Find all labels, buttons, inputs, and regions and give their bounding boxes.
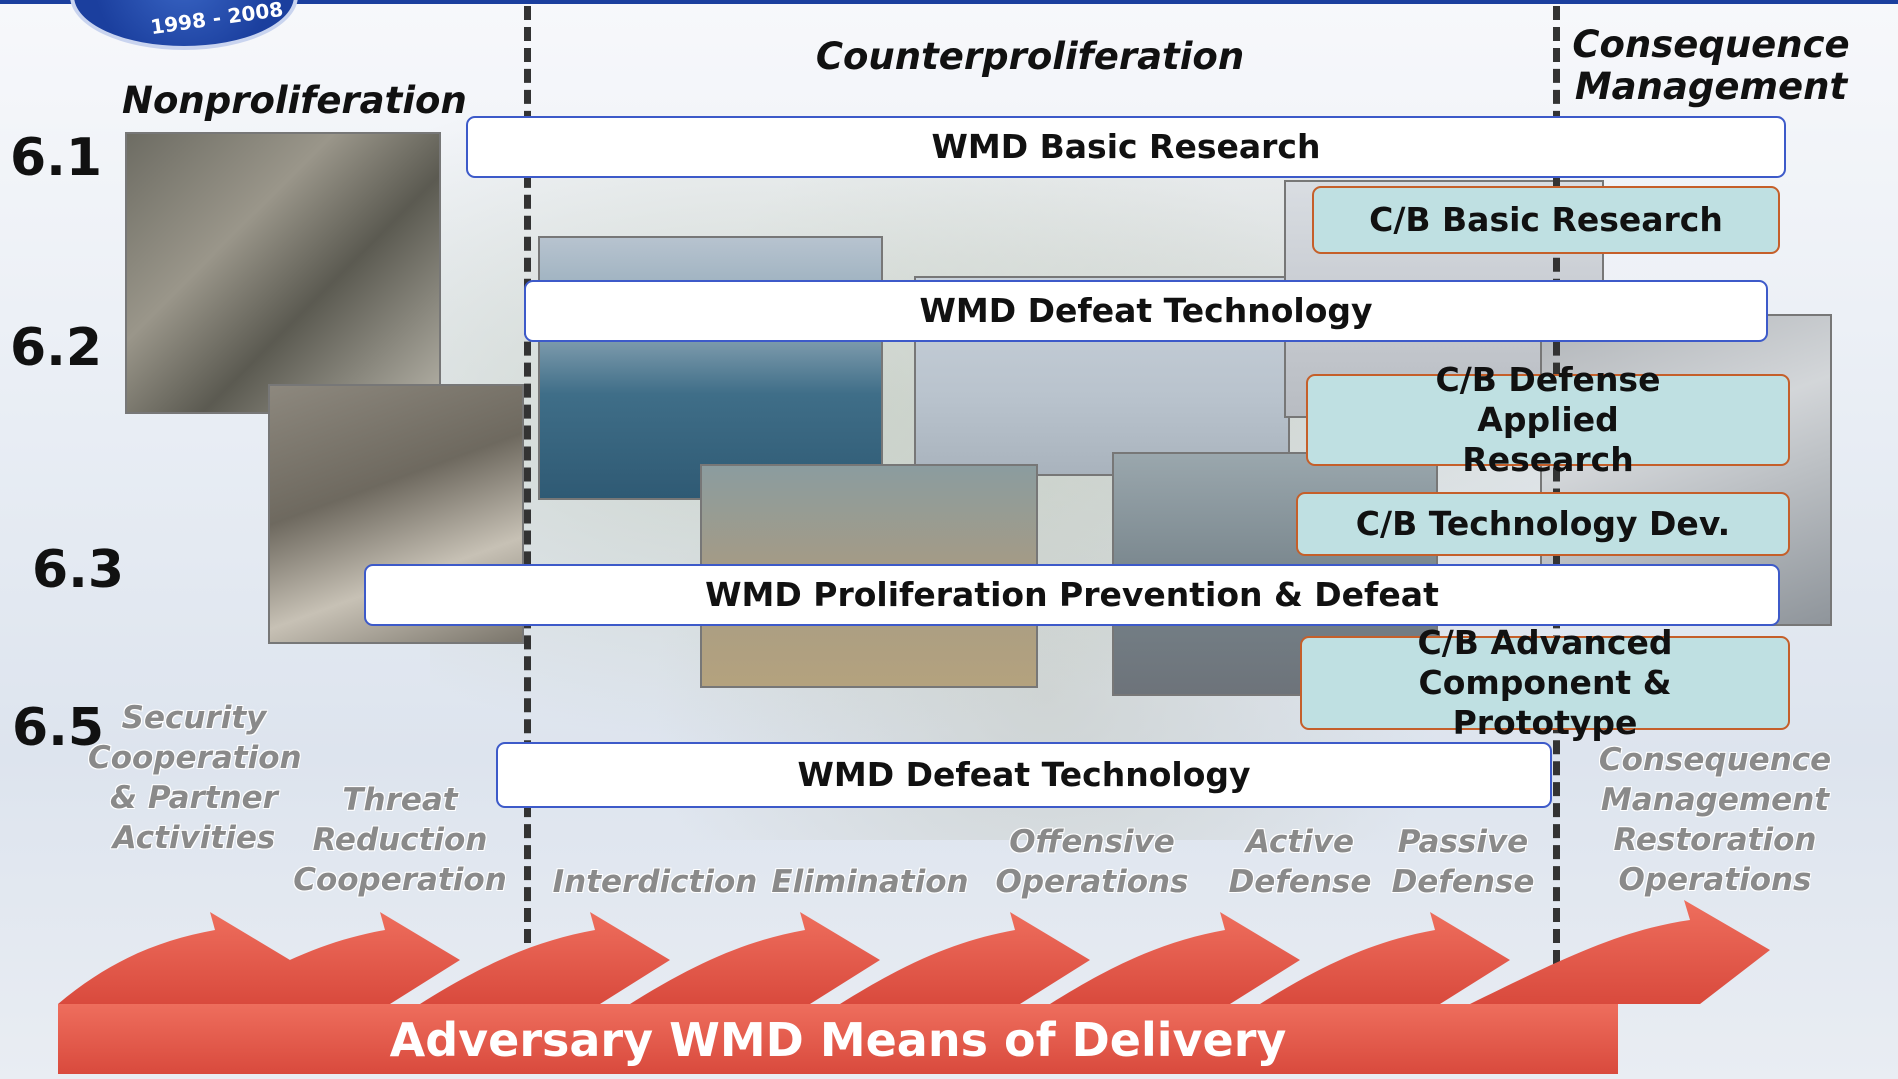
activity-interdiction: Interdiction bbox=[552, 864, 758, 900]
divider-counterprolif-consequence bbox=[1553, 6, 1560, 964]
wave-arrow-8 bbox=[1470, 900, 1770, 1004]
banner-band bbox=[58, 1004, 1618, 1074]
activity-active-defense: Active Defense bbox=[1228, 824, 1372, 900]
level-label-6-3: 6.3 bbox=[32, 540, 125, 600]
wave-arrow-2 bbox=[210, 912, 460, 1004]
section-title-counterproliferation: Counterproliferation bbox=[815, 35, 1245, 78]
bar-wmd-defeat-technology-upper: WMD Defeat Technology bbox=[524, 280, 1768, 342]
activity-offensive-operations: Offensive Operations bbox=[995, 824, 1189, 900]
wave-arrow-3 bbox=[420, 912, 670, 1004]
bar-wmd-proliferation-prevention-defeat: WMD Proliferation Prevention & Defeat bbox=[364, 564, 1780, 626]
wave-arrow-5 bbox=[840, 912, 1090, 1004]
bar-cb-defense-applied-research: C/B Defense Applied Research bbox=[1306, 360, 1790, 479]
banner-adversary-wmd-means-of-delivery: Adversary WMD Means of Delivery bbox=[389, 1013, 1287, 1067]
divider-nonprolif-counterprolif bbox=[524, 6, 531, 964]
wave-arrow-4 bbox=[630, 912, 880, 1004]
wave-arrow-6 bbox=[1050, 912, 1300, 1004]
bar-wmd-basic-research: WMD Basic Research bbox=[466, 116, 1786, 178]
level-label-6-2: 6.2 bbox=[10, 318, 103, 378]
bar-cb-basic-research: C/B Basic Research bbox=[1312, 186, 1780, 254]
wave-arrow-1 bbox=[58, 912, 290, 1004]
activity-passive-defense: Passive Defense bbox=[1391, 824, 1535, 900]
activity-consequence-management-restoration: Consequence Management Restoration Opera… bbox=[1598, 742, 1832, 898]
section-title-consequence-management: Consequence Management bbox=[1572, 23, 1850, 108]
level-label-6-1: 6.1 bbox=[10, 128, 103, 188]
activity-elimination: Elimination bbox=[771, 864, 969, 900]
top-bar bbox=[0, 0, 1898, 4]
activity-security-cooperation: Security Cooperation & Partner Activitie… bbox=[88, 700, 302, 856]
bar-wmd-defeat-technology-lower: WMD Defeat Technology bbox=[496, 742, 1552, 808]
activity-threat-reduction: Threat Reduction Cooperation bbox=[293, 782, 507, 898]
wave-arrow-7 bbox=[1260, 912, 1510, 1004]
level-label-6-5: 6.5 bbox=[12, 698, 105, 758]
section-title-nonproliferation: Nonproliferation bbox=[122, 79, 467, 122]
bar-cb-technology-dev: C/B Technology Dev. bbox=[1296, 492, 1790, 556]
wave-arrow-group bbox=[58, 900, 1770, 1004]
